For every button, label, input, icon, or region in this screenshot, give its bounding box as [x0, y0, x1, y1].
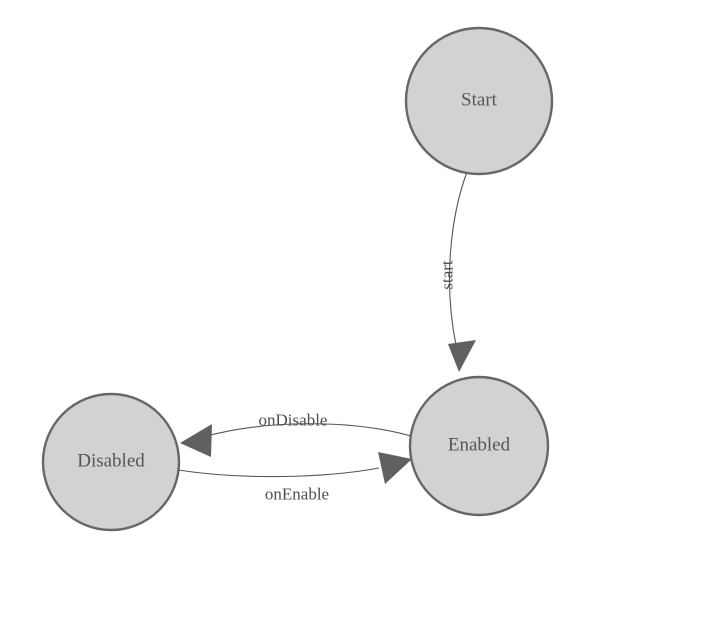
edge-enabled-to-disabled-path: [202, 423, 412, 438]
node-start[interactable]: Start: [404, 26, 554, 176]
edge-label-ondisable: onDisable: [259, 411, 328, 430]
edge-label-onenable: onEnable: [265, 485, 329, 504]
edge-enabled-to-disabled-arrowhead: [180, 424, 212, 457]
edge-enabled-to-disabled[interactable]: onDisable: [180, 411, 412, 458]
edge-disabled-to-enabled-arrowhead: [378, 452, 412, 484]
edge-start-to-enabled[interactable]: start: [438, 171, 477, 372]
node-disabled[interactable]: Disabled: [41, 392, 181, 532]
node-enabled[interactable]: Enabled: [408, 375, 550, 517]
node-start-circle: [404, 26, 554, 176]
node-start-label: Start: [461, 90, 498, 111]
node-enabled-circle: [408, 375, 550, 517]
node-disabled-label: Disabled: [77, 451, 145, 472]
node-enabled-label: Enabled: [448, 435, 511, 456]
edge-start-to-enabled-path: [448, 171, 468, 346]
edge-label-start: start: [438, 260, 457, 290]
edge-disabled-to-enabled-path: [177, 467, 380, 478]
node-disabled-circle: [41, 392, 181, 532]
edge-disabled-to-enabled[interactable]: onEnable: [177, 452, 412, 504]
edge-start-to-enabled-arrowhead: [448, 340, 476, 372]
